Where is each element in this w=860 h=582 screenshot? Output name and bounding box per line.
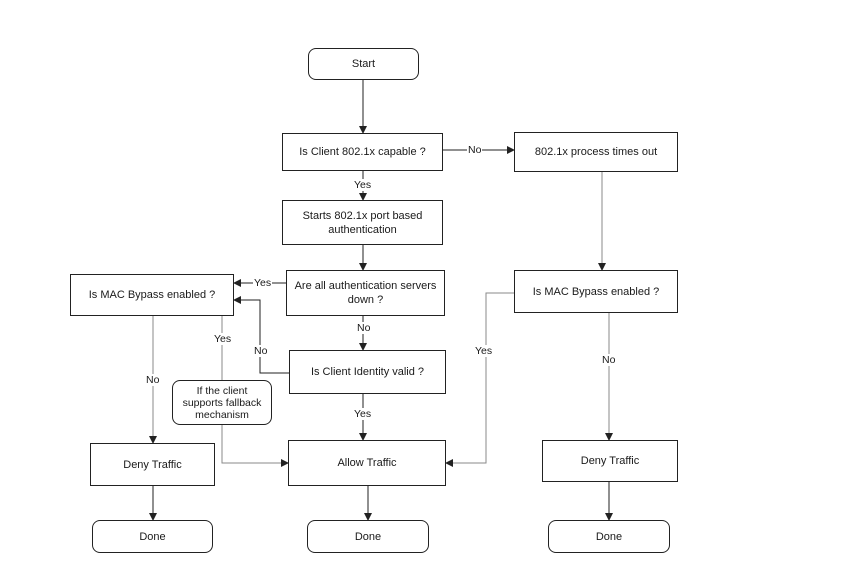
edge-label-servers-down-yes: Yes	[253, 277, 273, 289]
fallback-mechanism-note: If the client supports fallback mechanis…	[172, 380, 272, 425]
deny-traffic-right-node: Deny Traffic	[542, 440, 678, 482]
mac-bypass-left-decision: Is MAC Bypass enabled ?	[70, 274, 234, 316]
starts-port-based-auth-node: Starts 802.1x port based authentication	[282, 200, 443, 245]
edge-label-identity-no: No	[253, 345, 269, 357]
edge-mab-left-to-allow-yes	[221, 316, 289, 467]
edge-label-capable-yes: Yes	[353, 179, 373, 191]
edge-label-mab-right-yes: Yes	[474, 345, 494, 357]
process-times-out-node: 802.1x process times out	[514, 132, 678, 172]
allow-traffic-node: Allow Traffic	[288, 440, 446, 486]
deny-traffic-left-node: Deny Traffic	[90, 443, 215, 486]
edge-label-mab-right-no: No	[601, 354, 617, 366]
done-right-node: Done	[548, 520, 670, 553]
done-left-node: Done	[92, 520, 213, 553]
edge-identity-to-servers-no	[233, 296, 289, 374]
auth-servers-down-decision: Are all authentication servers down ?	[286, 270, 445, 316]
edge-label-mab-left-yes: Yes	[213, 333, 233, 345]
edge-label-identity-yes: Yes	[353, 408, 373, 420]
edge-label-capable-no: No	[467, 144, 483, 156]
done-center-node: Done	[307, 520, 429, 553]
edge-label-mab-left-no: No	[145, 374, 161, 386]
client-identity-valid-decision: Is Client Identity valid ?	[289, 350, 446, 394]
start-node: Start	[308, 48, 419, 80]
mac-bypass-right-decision: Is MAC Bypass enabled ?	[514, 270, 678, 313]
edge-mab-right-to-allow-yes	[445, 292, 514, 467]
edge-label-servers-down-no: No	[356, 322, 372, 334]
client-8021x-capable-decision: Is Client 802.1x capable ?	[282, 133, 443, 171]
